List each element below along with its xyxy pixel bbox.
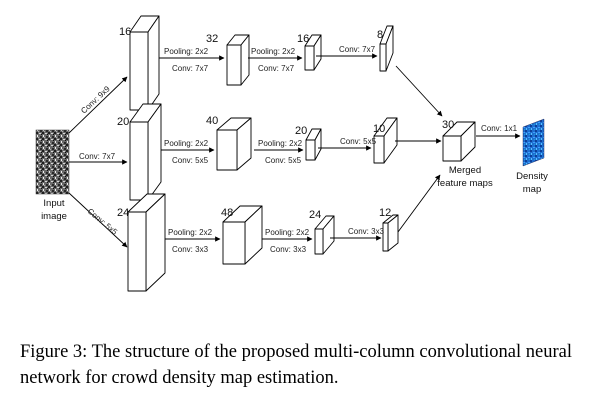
col3-block-3 (314, 215, 335, 255)
merged-op: Conv: 1x1 (481, 124, 518, 133)
col1-op2-bottom: Conv: 7x7 (258, 64, 295, 73)
input-label-line2: image (41, 211, 67, 222)
layer-arrows (159, 53, 521, 242)
col2-block-4 (373, 117, 398, 164)
merged-block (442, 121, 476, 162)
col2-op3-top: Conv: 5x5 (340, 137, 377, 146)
entry-conv-label-2: Conv: 7x7 (79, 152, 116, 161)
col2-op1-top: Pooling: 2x2 (164, 139, 209, 148)
col1-block-1 (129, 15, 160, 111)
input-image (35, 129, 70, 195)
col2-l4-channels: 10 (373, 123, 385, 135)
entry-arrows (68, 76, 128, 248)
merged-channels: 30 (442, 119, 454, 131)
col3-op3-top: Conv: 3x3 (348, 227, 385, 236)
col2-op1-bottom: Conv: 5x5 (172, 156, 209, 165)
feature-map-blocks (127, 15, 476, 292)
col3-op2-top: Pooling: 2x2 (265, 228, 310, 237)
col3-block-1 (127, 193, 166, 292)
col1-l1-channels: 16 (119, 26, 131, 38)
channel-numbers: 16 32 16 8 20 40 20 10 24 48 24 12 30 (117, 26, 454, 221)
density-map (522, 118, 545, 167)
col2-block-1 (129, 103, 162, 201)
entry-conv-label-1: Conv: 9x9 (79, 84, 112, 116)
col3-l3-channels: 24 (309, 209, 321, 221)
col1-op3-top: Conv: 7x7 (339, 45, 376, 54)
input-label-line1: Input (43, 198, 64, 209)
col3-block-4 (382, 214, 399, 252)
col1-op2-top: Pooling: 2x2 (251, 47, 296, 56)
output-label-line2: map (523, 184, 541, 195)
col1-op1-bottom: Conv: 7x7 (172, 64, 209, 73)
col2-op2-top: Pooling: 2x2 (258, 139, 303, 148)
col1-op1-top: Pooling: 2x2 (164, 47, 209, 56)
col1-l3-channels: 16 (297, 33, 309, 45)
col3-l4-channels: 12 (379, 207, 391, 219)
col3-op1-bottom: Conv: 3x3 (172, 245, 209, 254)
col1-block-4 (379, 25, 394, 72)
merged-label-line2: feature maps (437, 178, 493, 189)
entry-conv-label-3: Conv: 5x5 (86, 207, 120, 237)
merged-label-line1: Merged (449, 165, 481, 176)
col2-l1-channels: 20 (117, 116, 129, 128)
col2-l2-channels: 40 (206, 115, 218, 127)
col2-l3-channels: 20 (295, 125, 307, 137)
col1-l4-channels: 8 (377, 29, 383, 41)
col2-op2-bottom: Conv: 5x5 (265, 156, 302, 165)
mcnn-architecture-diagram: Input image Conv: 9x9 Conv: 7x7 Conv: 5x… (35, 15, 548, 292)
col1-block-2 (226, 34, 250, 86)
col2-block-3 (305, 128, 322, 161)
col3-op2-bottom: Conv: 3x3 (270, 245, 307, 254)
col2-block-2 (216, 117, 252, 171)
col3-l2-channels: 48 (221, 207, 233, 219)
figure-caption: Figure 3: The structure of the proposed … (20, 342, 572, 388)
col1-block-3 (304, 34, 322, 71)
col3-block-2 (222, 205, 263, 265)
col1-l2-channels: 32 (206, 33, 218, 45)
output-label-line1: Density (516, 171, 548, 182)
col3-op1-top: Pooling: 2x2 (168, 228, 213, 237)
operation-labels: Pooling: 2x2 Conv: 7x7 Pooling: 2x2 Conv… (164, 45, 518, 254)
col3-l1-channels: 24 (117, 207, 129, 219)
